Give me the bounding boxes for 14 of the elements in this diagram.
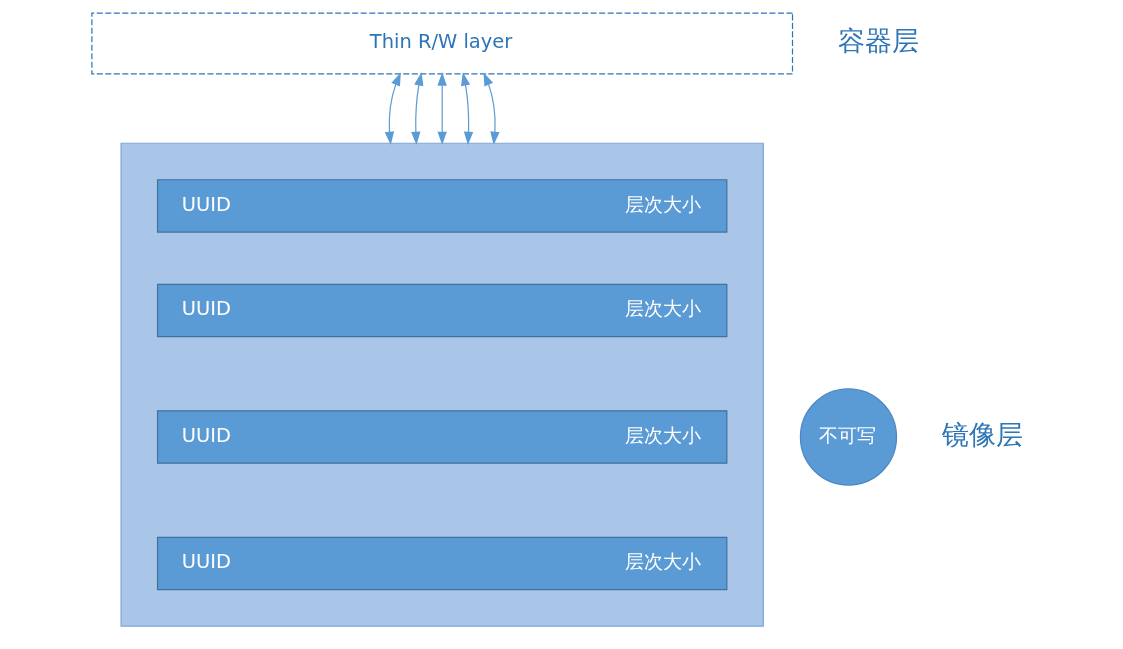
cluster [119,142,764,627]
label: 容器层 [837,25,919,57]
arrow [437,72,447,146]
arrow [384,72,401,146]
label: 镜像层 [941,418,1023,450]
arrow [460,72,473,146]
arrow [483,72,500,146]
node-box: UUID 层次大小 [156,179,727,233]
arrow [410,72,423,146]
node-circle: 不可写 [799,388,897,486]
node-box: Thin R/W layer [90,12,793,75]
node-box: UUID 层次大小 [156,283,727,338]
node-box: UUID 层次大小 [156,536,727,591]
node-box: UUID 层次大小 [156,410,727,464]
